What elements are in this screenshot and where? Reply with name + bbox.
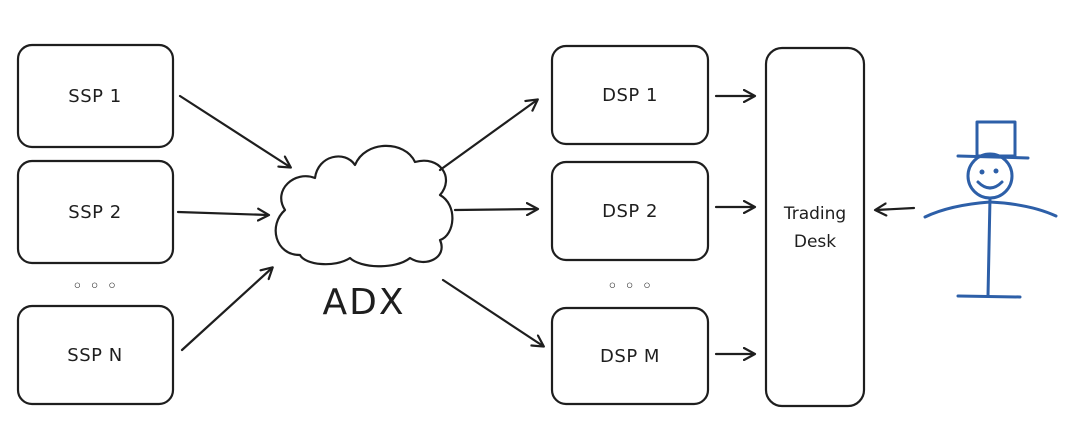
ssp-box-2-label: SSP 2: [68, 202, 121, 223]
arrow-person-to-desk: [876, 208, 916, 210]
dsp-box-m-label: DSP M: [600, 346, 660, 367]
dsp-box-2-label: DSP 2: [602, 201, 658, 222]
trading-desk-label-line1: Trading: [783, 204, 846, 224]
dsp-ellipsis: ◦ ◦ ◦: [607, 276, 653, 297]
ssp-box-1-label: SSP 1: [68, 86, 121, 107]
arrow-adx-to-dsp1: [438, 100, 537, 172]
arrow-adx-to-dsp2: [453, 209, 537, 210]
ssp-box-n-label: SSP N: [67, 345, 122, 366]
ssp-box-n[interactable]: SSP N: [16, 304, 175, 406]
dsp-box-m[interactable]: DSP M: [550, 306, 710, 406]
arrow-ssp1-to-adx: [178, 94, 290, 167]
dsp-box-1-label: DSP 1: [602, 85, 658, 106]
arrow-sspn-to-adx: [180, 268, 272, 352]
arrow-adx-to-dspm: [441, 278, 543, 346]
ssp-box-2[interactable]: SSP 2: [16, 159, 175, 265]
dsp-box-1[interactable]: DSP 1: [550, 44, 710, 146]
exchange-label: ADX: [322, 282, 405, 323]
dsp-box-2[interactable]: DSP 2: [550, 160, 710, 262]
ssp-ellipsis: ◦ ◦ ◦: [72, 276, 118, 297]
trading-desk-label-line2: Desk: [794, 232, 836, 252]
person-with-top-hat-icon: [923, 120, 1058, 299]
arrow-ssp2-to-adx: [176, 212, 268, 215]
ssp-box-1[interactable]: SSP 1: [16, 43, 175, 149]
trading-desk-box[interactable]: Trading Desk: [764, 46, 866, 408]
cloud-icon: [274, 144, 454, 268]
